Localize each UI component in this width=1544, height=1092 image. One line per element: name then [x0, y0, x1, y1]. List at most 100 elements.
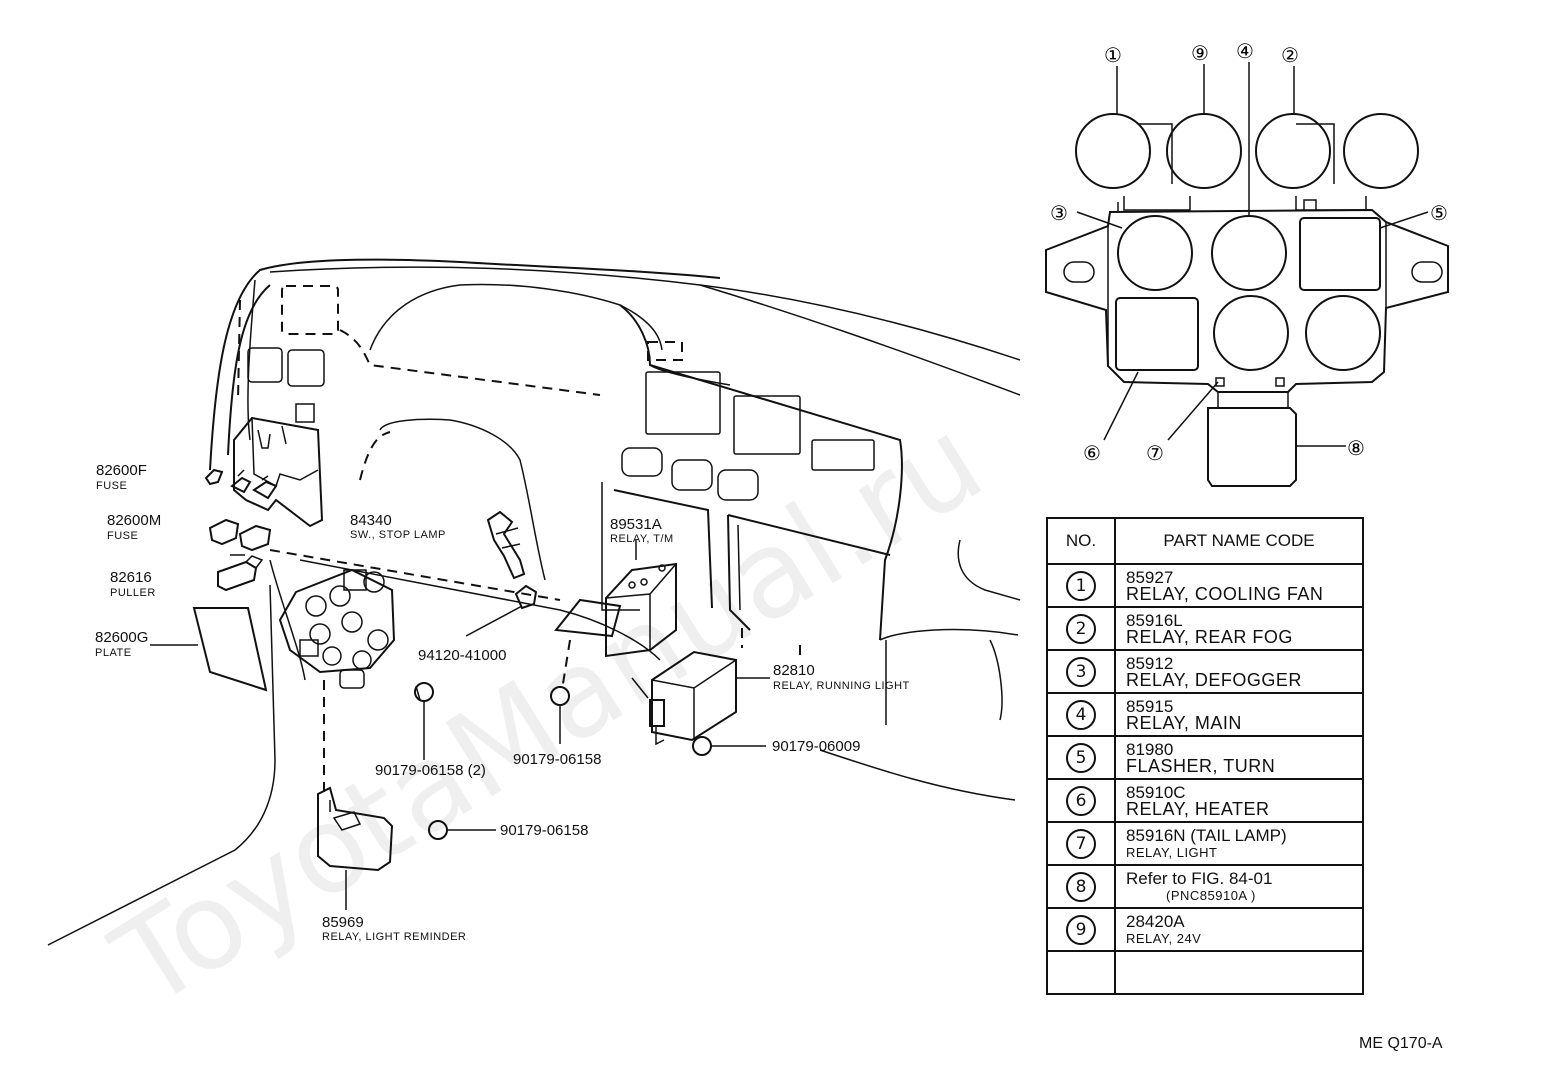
callout-code: 89531A — [610, 516, 662, 533]
callout-code: 82600M — [107, 512, 161, 529]
callout-code: 82600G — [95, 629, 148, 646]
fuse-82600M — [208, 518, 272, 552]
part-code: 85916L — [1126, 610, 1183, 630]
part-name: RELAY, COOLING FAN — [1126, 583, 1324, 604]
row-number: 4 — [1066, 699, 1096, 730]
part-code: 85927 — [1126, 567, 1174, 587]
part-name: RELAY, MAIN — [1126, 712, 1242, 733]
relay-number-8: ⑧ — [1347, 436, 1365, 460]
callout-90179-06158-2: 90179-06158 (2) — [375, 762, 486, 779]
callout-90179-06158-c: 90179-06158 — [500, 822, 588, 839]
relay-number-9: ⑨ — [1191, 41, 1209, 65]
header-no: NO. — [1046, 517, 1116, 565]
relay-number-1: ① — [1104, 43, 1122, 67]
part-name: RELAY, LIGHT — [1126, 844, 1218, 860]
relay-number-2: ② — [1281, 43, 1299, 67]
row-number — [1046, 950, 1116, 995]
row-number: 3 — [1066, 656, 1096, 687]
fuse-box — [233, 416, 324, 528]
callout-90179-06158-b: 90179-06158 — [513, 751, 601, 768]
part-name: FLASHER, TURN — [1126, 755, 1276, 776]
callout-name: FUSE — [96, 480, 127, 492]
callout-code: 90179-06158 — [513, 751, 601, 768]
callout-code: 84340 — [350, 512, 392, 529]
row-number: 2 — [1066, 613, 1096, 644]
part-code: 28420A — [1126, 911, 1185, 931]
screw-90179-06158-a — [414, 682, 434, 760]
part-code: 85910C — [1126, 782, 1186, 802]
callout-code: 90179-06158 (2) — [375, 762, 486, 779]
relay-82810 — [631, 650, 770, 746]
part-code: 85912 — [1126, 653, 1174, 673]
callout-name: RELAY, LIGHT REMINDER — [322, 931, 466, 943]
row-number: 9 — [1066, 914, 1096, 945]
dashboard-outline — [47, 258, 1021, 946]
relay-89531A — [554, 540, 677, 691]
table-row: 7 85916N (TAIL LAMP)RELAY, LIGHT — [1046, 821, 1364, 866]
row-number: 7 — [1066, 828, 1096, 859]
row-number: 8 — [1066, 871, 1096, 902]
part-code: Refer to FIG. 84-01 — [1126, 868, 1273, 888]
relay-number-3: ③ — [1050, 201, 1068, 225]
part-code: 81980 — [1126, 739, 1174, 759]
callout-82616: 82616 PULLER — [110, 569, 156, 599]
junction-block — [278, 568, 396, 689]
part-name: (PNC85910A ) — [1166, 887, 1256, 903]
callout-82600G: 82600G PLATE — [95, 629, 198, 659]
callout-name: SW., STOP LAMP — [350, 529, 446, 541]
relay-number-5: ⑤ — [1430, 201, 1448, 225]
relay-number-7: ⑦ — [1146, 441, 1164, 465]
screw-90179-06009 — [692, 736, 766, 756]
part-code: 85915 — [1126, 696, 1174, 716]
table-header-row: NO. PART NAME CODE — [1046, 517, 1364, 565]
plate-82600G — [192, 607, 268, 692]
row-number: 1 — [1066, 570, 1096, 601]
part-name: RELAY, HEATER — [1126, 798, 1270, 819]
part-name: RELAY, DEFOGGER — [1126, 669, 1302, 690]
callout-84340: 84340 SW., STOP LAMP — [350, 512, 446, 541]
figure-code: ME Q170-A — [1359, 1035, 1443, 1052]
callout-85969: 85969 RELAY, LIGHT REMINDER — [322, 914, 466, 943]
callout-code: 85969 — [322, 914, 364, 931]
part-name: RELAY, REAR FOG — [1126, 626, 1293, 647]
screw-90179-06158-b — [550, 686, 570, 744]
relay-85969 — [317, 680, 394, 910]
callout-name: RELAY, T/M — [610, 533, 674, 545]
callout-94120-41000: 94120-41000 — [418, 647, 506, 664]
callout-89531A: 89531A RELAY, T/M — [610, 516, 674, 545]
nut-94120-41000 — [465, 584, 538, 637]
relay-number-4: ④ — [1236, 39, 1254, 63]
callout-code: 90179-06158 — [500, 822, 588, 839]
callout-code: 90179-06009 — [772, 738, 860, 755]
fuse-82600F — [204, 468, 278, 500]
table-row — [1046, 950, 1364, 995]
callout-name: PLATE — [95, 647, 132, 659]
table-row: 8 Refer to FIG. 84-01(PNC85910A ) — [1046, 864, 1364, 909]
row-number: 6 — [1066, 785, 1096, 816]
relay-block-detail: ① ⑨ ④ ② ③ ⑤ ⑥ ⑦ ⑧ — [1045, 39, 1449, 487]
callout-name: RELAY, RUNNING LIGHT — [773, 680, 910, 692]
callout-name: PULLER — [110, 587, 156, 599]
callout-code: 94120-41000 — [418, 647, 506, 664]
callout-code: 82810 — [773, 662, 815, 679]
callout-code: 82616 — [110, 569, 152, 586]
part-name: RELAY, 24V — [1126, 930, 1202, 946]
row-number: 5 — [1066, 742, 1096, 773]
callout-90179-06009: 90179-06009 — [772, 738, 860, 755]
screw-90179-06158-c — [428, 820, 496, 840]
callout-code: 82600F — [96, 462, 147, 479]
callout-82600F: 82600F FUSE — [96, 462, 147, 492]
puller-82616 — [217, 555, 264, 592]
watermark: ToyotaManual.ru — [91, 392, 1006, 1036]
callout-82810: 82810 RELAY, RUNNING LIGHT — [773, 662, 910, 692]
callout-82600M: 82600M FUSE — [107, 512, 161, 542]
relay-number-6: ⑥ — [1083, 441, 1101, 465]
part-code: 85916N (TAIL LAMP) — [1126, 825, 1287, 845]
